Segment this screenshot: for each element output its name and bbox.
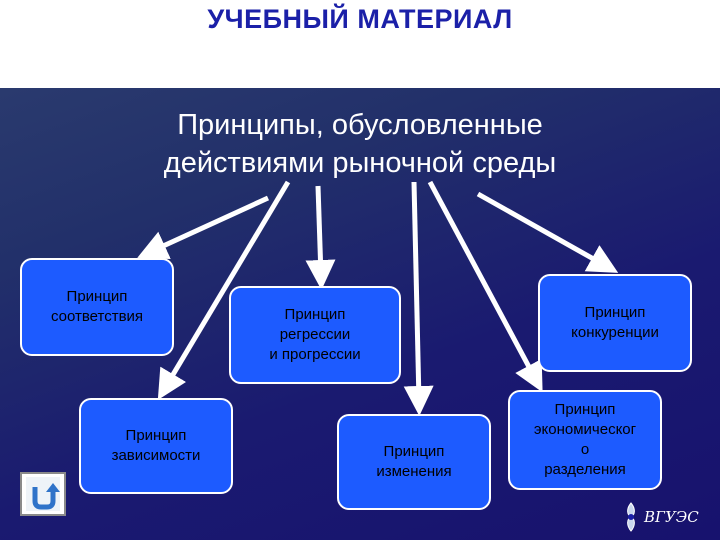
emblem-icon [627,502,635,532]
box-line: Принцип [284,306,346,323]
arrow-to-change [403,181,434,416]
logo-text: ВГУЭС [644,508,699,526]
box-correspondence: Принцип соответствия [20,258,174,356]
box-line: о [580,441,590,458]
box-line: экономическог [533,421,637,438]
box-line: зависимости [111,447,201,464]
return-button[interactable] [20,472,66,516]
box-line: конкуренции [571,324,659,341]
heading-line-1: Принципы, обусловленные [177,109,543,141]
box-line: Принцип [66,288,128,305]
university-logo: ВГУЭС [622,500,699,534]
arrow-to-competition [476,191,619,273]
box-line: и прогрессии [269,346,361,363]
arrow-to-dependence [157,180,291,401]
page-title: УЧЕБНЫЙ МАТЕРИАЛ [207,4,513,34]
box-competition: Принцип конкуренции [538,274,692,372]
diagram-heading: Принципы, обусловленные действиями рыноч… [0,106,720,182]
box-line: соответствия [50,308,144,325]
box-line: разделения [544,461,626,478]
arrow-to-economic-separation [427,180,543,393]
box-economic-separation: Принцип экономическог о разделения [508,390,662,490]
box-line: Принцип [554,401,616,418]
box-change: Принцип изменения [337,414,491,510]
box-regression: Принцип регрессии и прогрессии [229,286,401,384]
arrow-to-correspondence [137,195,270,259]
box-line: изменения [376,463,452,480]
arrow-to-regression [305,185,336,290]
box-line: Принцип [584,304,646,321]
box-line: Принцип [383,443,445,460]
return-arrow-icon [26,477,60,511]
box-line: Принцип [125,427,187,444]
box-line: регрессии [279,326,351,343]
box-dependence: Принцип зависимости [79,398,233,494]
heading-line-2: действиями рыночной среды [163,147,557,179]
